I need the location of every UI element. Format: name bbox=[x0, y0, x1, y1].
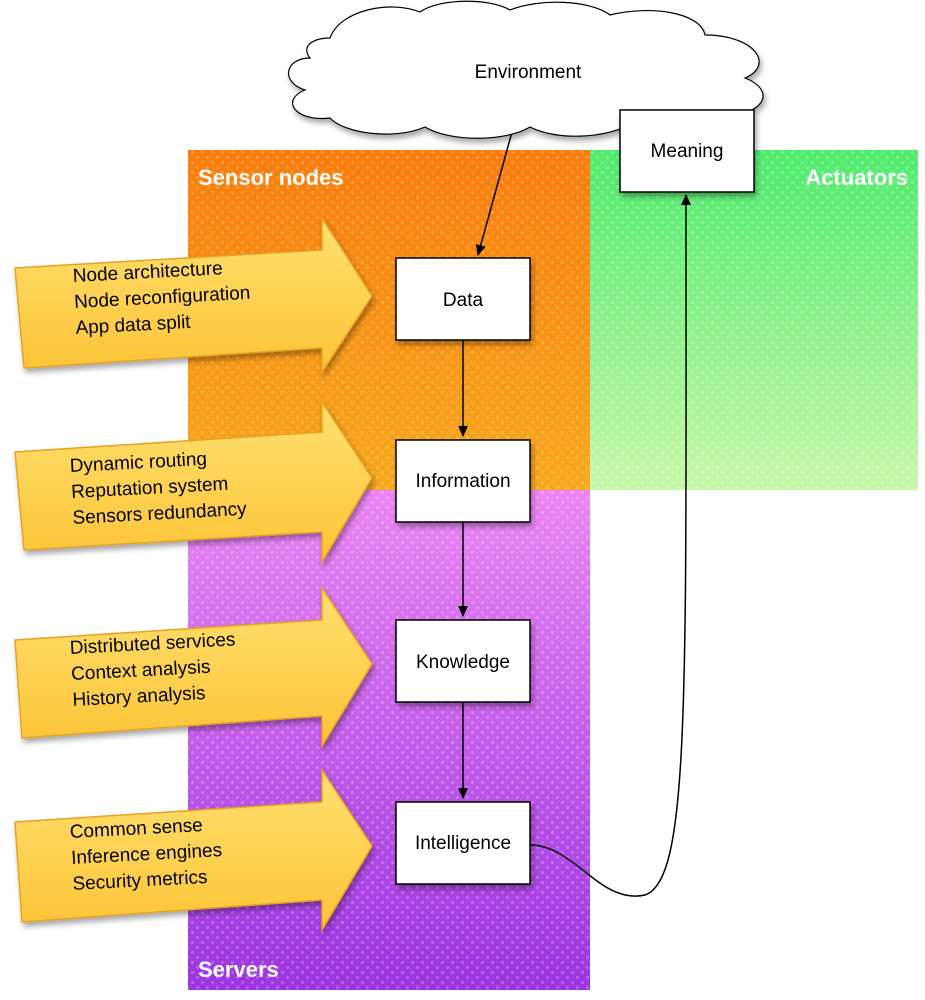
servers-label: Servers bbox=[198, 957, 279, 982]
data-node-label: Data bbox=[443, 290, 484, 311]
intelligence-node-label: Intelligence bbox=[415, 833, 511, 854]
side-arrow bbox=[14, 399, 373, 565]
information-node: Information bbox=[395, 439, 531, 523]
meaning-node: Meaning bbox=[619, 109, 755, 193]
sensor-nodes-label: Sensor nodes bbox=[198, 165, 343, 190]
knowledge-node: Knowledge bbox=[395, 619, 531, 703]
actuators-zone bbox=[590, 150, 918, 490]
intelligence-to-meaning-arrow bbox=[529, 194, 692, 897]
side-arrow bbox=[14, 767, 373, 933]
knowledge-node-label: Knowledge bbox=[416, 652, 510, 673]
environment-to-data-arrow bbox=[475, 131, 513, 256]
side-arrow-text: Common sense Inference engines Security … bbox=[69, 814, 229, 895]
environment-label: Environment bbox=[475, 62, 582, 83]
data-node: Data bbox=[395, 257, 531, 341]
side-arrow bbox=[14, 215, 373, 375]
side-arrow bbox=[14, 585, 373, 749]
information-node-label: Information bbox=[415, 471, 510, 492]
meaning-node-label: Meaning bbox=[651, 141, 724, 162]
actuators-label: Actuators bbox=[805, 165, 908, 190]
servers-zone bbox=[188, 490, 590, 990]
intelligence-node: Intelligence bbox=[395, 801, 531, 885]
